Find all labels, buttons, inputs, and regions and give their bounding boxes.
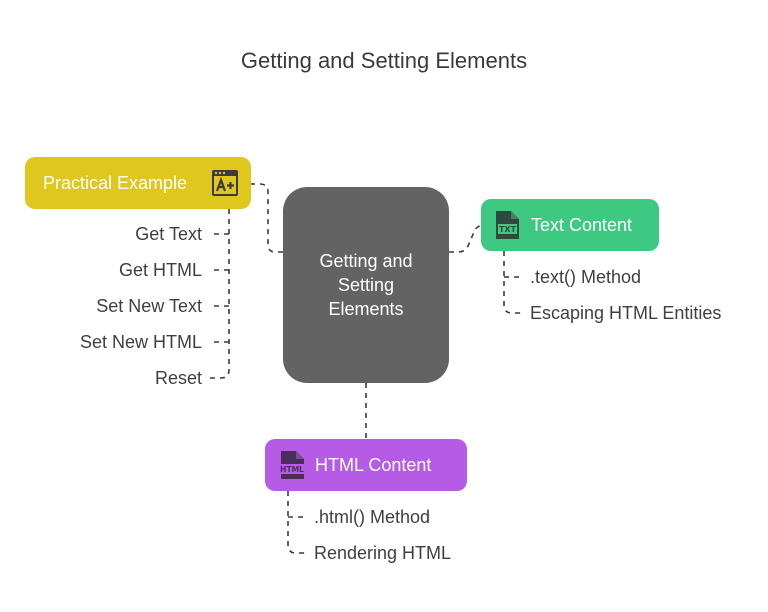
practical-example-label: Practical Example bbox=[43, 172, 188, 193]
central-topic-node: Getting and Setting Elements bbox=[283, 187, 449, 383]
text-item-escaping: Escaping HTML Entities bbox=[530, 303, 722, 323]
practical-item-set-new-text: Set New Text bbox=[96, 296, 202, 316]
practical-item-get-html: Get HTML bbox=[118, 260, 202, 280]
central-topic-label: Getting and Setting Elements bbox=[319, 251, 413, 319]
connector-html-trunk bbox=[287, 491, 308, 554]
practical-item-get-text: Get Text bbox=[135, 224, 202, 244]
connector-text-trunk bbox=[503, 251, 524, 314]
diagram-title: Getting and Setting Elements bbox=[240, 48, 528, 73]
html-item-method: .html() Method bbox=[314, 507, 431, 527]
svg-text:TXT: TXT bbox=[499, 225, 517, 234]
txt-file-icon: TXT bbox=[496, 211, 519, 239]
text-item-method: .text() Method bbox=[530, 267, 642, 287]
practical-item-reset: Reset bbox=[154, 368, 202, 388]
text-content-label: Text Content bbox=[531, 214, 633, 235]
grade-a-plus-icon bbox=[212, 170, 238, 196]
html-content-node: HTML HTML Content bbox=[265, 439, 467, 491]
connector-center-practical bbox=[251, 183, 283, 253]
practical-example-node: Practical Example bbox=[25, 157, 251, 209]
text-content-node: TXT Text Content bbox=[481, 199, 659, 251]
connector-center-text bbox=[449, 224, 485, 253]
html-item-rendering: Rendering HTML bbox=[314, 543, 452, 563]
html-file-icon: HTML bbox=[279, 451, 305, 479]
svg-text:HTML: HTML bbox=[280, 465, 304, 474]
connector-practical-trunk bbox=[210, 209, 230, 379]
html-content-label: HTML Content bbox=[315, 454, 432, 475]
practical-item-set-new-html: Set New HTML bbox=[79, 332, 202, 352]
